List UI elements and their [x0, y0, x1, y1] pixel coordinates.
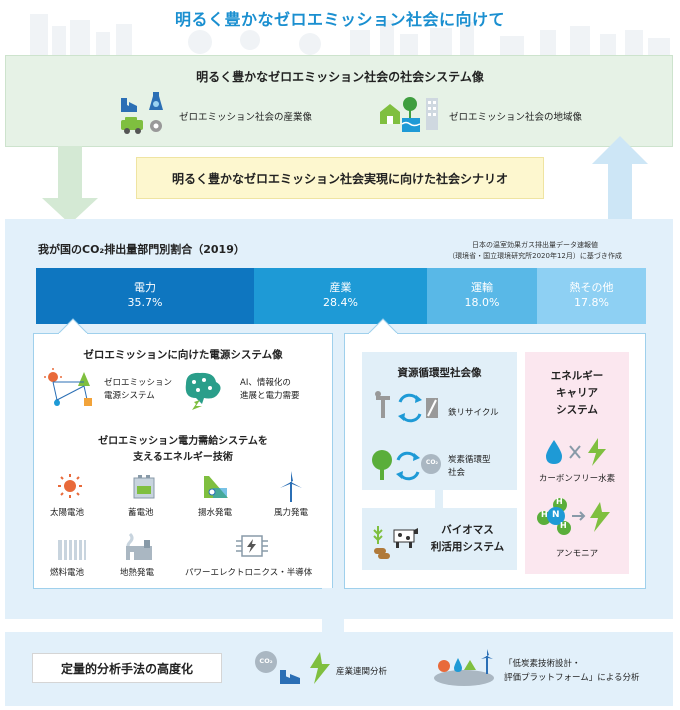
co2-label-bottom: CO₂ — [259, 657, 273, 665]
ai-power-demand-label: AI、情報化の 進展と電力需要 — [240, 377, 300, 403]
resource-circulation-title: 資源循環型社会像 — [397, 367, 482, 379]
power-system-title: ゼロエミッションに向けた電源システム像 — [83, 349, 283, 361]
region-icon — [380, 97, 438, 132]
energy-carrier-box — [525, 352, 629, 574]
energy-tech-title: ゼロエミッション電力需給システムを 支えるエネルギー技術 — [33, 434, 333, 466]
bar-value-label: 28.4% — [323, 296, 358, 309]
n-atom: N — [552, 510, 560, 520]
solar-cell-icon — [58, 474, 82, 498]
ai-line-2: 進展と電力需要 — [240, 391, 300, 401]
data-source-note: 日本の温室効果ガス排出量データ速報値 （環境省・国立環境研究所2020年12月）… — [404, 240, 666, 262]
ai-brain-icon — [185, 372, 221, 410]
bar-segment-3: 熱その他 17.8% — [537, 268, 646, 324]
bar-value-label: 17.8% — [574, 296, 609, 309]
industry-icon — [121, 92, 163, 134]
carrier-line-3: システム — [556, 404, 598, 416]
quantitative-analysis-title: 定量的分析手法の高度化 — [32, 653, 222, 683]
biomass-line-2: 利活用システム — [430, 541, 505, 553]
evaluation-platform-icon — [434, 649, 494, 686]
bar-category-label: 熱その他 — [569, 281, 614, 294]
bar-value-label: 18.0% — [464, 296, 500, 309]
industry-link-label: 産業連関分析 — [336, 667, 388, 677]
power-electronics-chip-icon — [236, 535, 268, 557]
hydrogen-icon — [546, 438, 606, 466]
source-line-2: （環境省・国立環境研究所2020年12月）に基づき作成 — [448, 252, 622, 260]
platform-line-1: 「低炭素技術設計・ — [504, 659, 581, 669]
biomass-box — [362, 508, 517, 570]
carbon-cycle-line-1: 炭素循環型 — [448, 455, 491, 465]
pumped-hydro-icon — [204, 476, 228, 498]
bar-category-label: 電力 — [134, 281, 156, 294]
tech-label-solar: 太陽電池 — [50, 508, 85, 518]
h-atom-bottom: H — [560, 521, 567, 530]
steel-recycle-icon — [375, 391, 438, 423]
tech-label-geothermal: 地熱発電 — [120, 568, 155, 578]
tech-label-power-electronics: パワーエレクトロニクス・半導体 — [185, 568, 313, 578]
bottom-connector — [322, 588, 344, 634]
geothermal-icon — [126, 532, 152, 560]
industry-link-icon — [255, 651, 330, 684]
energy-tech-line-2: 支えるエネルギー技術 — [133, 452, 233, 463]
social-system-image-box: 明るく豊かなゼロエミッション社会の社会システム像 ゼロエミッション社会の産業像 … — [5, 55, 673, 147]
h-atom-top: H — [556, 497, 563, 506]
biomass-label: バイオマス 利活用システム — [420, 522, 515, 556]
carbon-cycle-line-2: 社会 — [448, 468, 466, 478]
bar-segment-2: 運輸 18.0% — [427, 268, 537, 324]
storage-battery-icon — [133, 475, 155, 499]
biomass-line-1: バイオマス — [441, 524, 494, 536]
panel-pointer-icon-2 — [368, 318, 398, 334]
energy-tech-line-1: ゼロエミッション電力需給システムを — [98, 436, 268, 447]
zero-emission-power-icon — [44, 368, 92, 406]
hydrogen-label: カーボンフリー水素 — [538, 474, 616, 484]
social-scenario-box: 明るく豊かなゼロエミッション社会実現に向けた社会シナリオ — [136, 157, 544, 199]
zero-emission-line-2: 電源システム — [104, 391, 155, 401]
fuel-cell-icon — [58, 540, 86, 560]
platform-analysis-label: 「低炭素技術設計・ 評価プラットフォーム」による分析 — [504, 657, 640, 685]
zero-emission-power-label: ゼロエミッション 電源システム — [104, 377, 172, 403]
zero-emission-line-1: ゼロエミッション — [104, 378, 173, 388]
region-image-label: ゼロエミッション社会の地域像 — [449, 112, 583, 123]
down-arrow-icon — [42, 146, 98, 224]
tech-label-battery: 蓄電池 — [128, 508, 154, 518]
tech-label-wind: 風力発電 — [274, 508, 309, 518]
tech-label-hydro: 揚水発電 — [198, 508, 233, 518]
co2-label: CO₂ — [425, 459, 439, 466]
biomass-icon — [373, 526, 418, 559]
tech-label-fuel-cell: 燃料電池 — [50, 568, 85, 578]
source-line-1: 日本の温室効果ガス排出量データ速報値 — [472, 241, 598, 249]
up-arrow-icon — [592, 136, 648, 224]
platform-line-2: 評価プラットフォーム」による分析 — [504, 673, 640, 683]
h-atom-left: H — [541, 510, 548, 519]
bar-value-label: 35.7% — [127, 296, 163, 309]
energy-carrier-title: エネルギー キャリア システム — [525, 368, 629, 419]
ammonia-molecule-icon — [537, 498, 610, 535]
panel-pointer-icon — [58, 318, 88, 334]
carbon-cycle-icon — [372, 450, 441, 481]
resource-connector — [435, 490, 443, 508]
ai-line-1: AI、情報化の — [240, 378, 291, 388]
city-skyline-background — [30, 14, 670, 60]
bar-segment-0: 電力 35.7% — [36, 268, 254, 324]
carrier-line-2: キャリア — [556, 387, 598, 399]
emissions-chart-title: 我が国のCO₂排出量部門別割合（2019） — [38, 243, 245, 256]
ammonia-label: アンモニア — [555, 549, 599, 559]
steel-recycle-label: 鉄リサイクル — [448, 408, 499, 418]
industry-image-label: ゼロエミッション社会の産業像 — [179, 112, 313, 123]
carrier-line-1: エネルギー — [550, 370, 604, 382]
bar-segment-1: 産業 28.4% — [254, 268, 427, 324]
bar-category-label: 産業 — [329, 281, 352, 294]
page-title: 明るく豊かなゼロエミッション社会に向けて — [174, 10, 505, 29]
social-system-image-title: 明るく豊かなゼロエミッション社会の社会システム像 — [196, 70, 484, 84]
wind-turbine-icon — [280, 471, 302, 502]
carbon-cycle-label: 炭素循環型 社会 — [448, 454, 491, 480]
bar-category-label: 運輸 — [471, 281, 493, 294]
